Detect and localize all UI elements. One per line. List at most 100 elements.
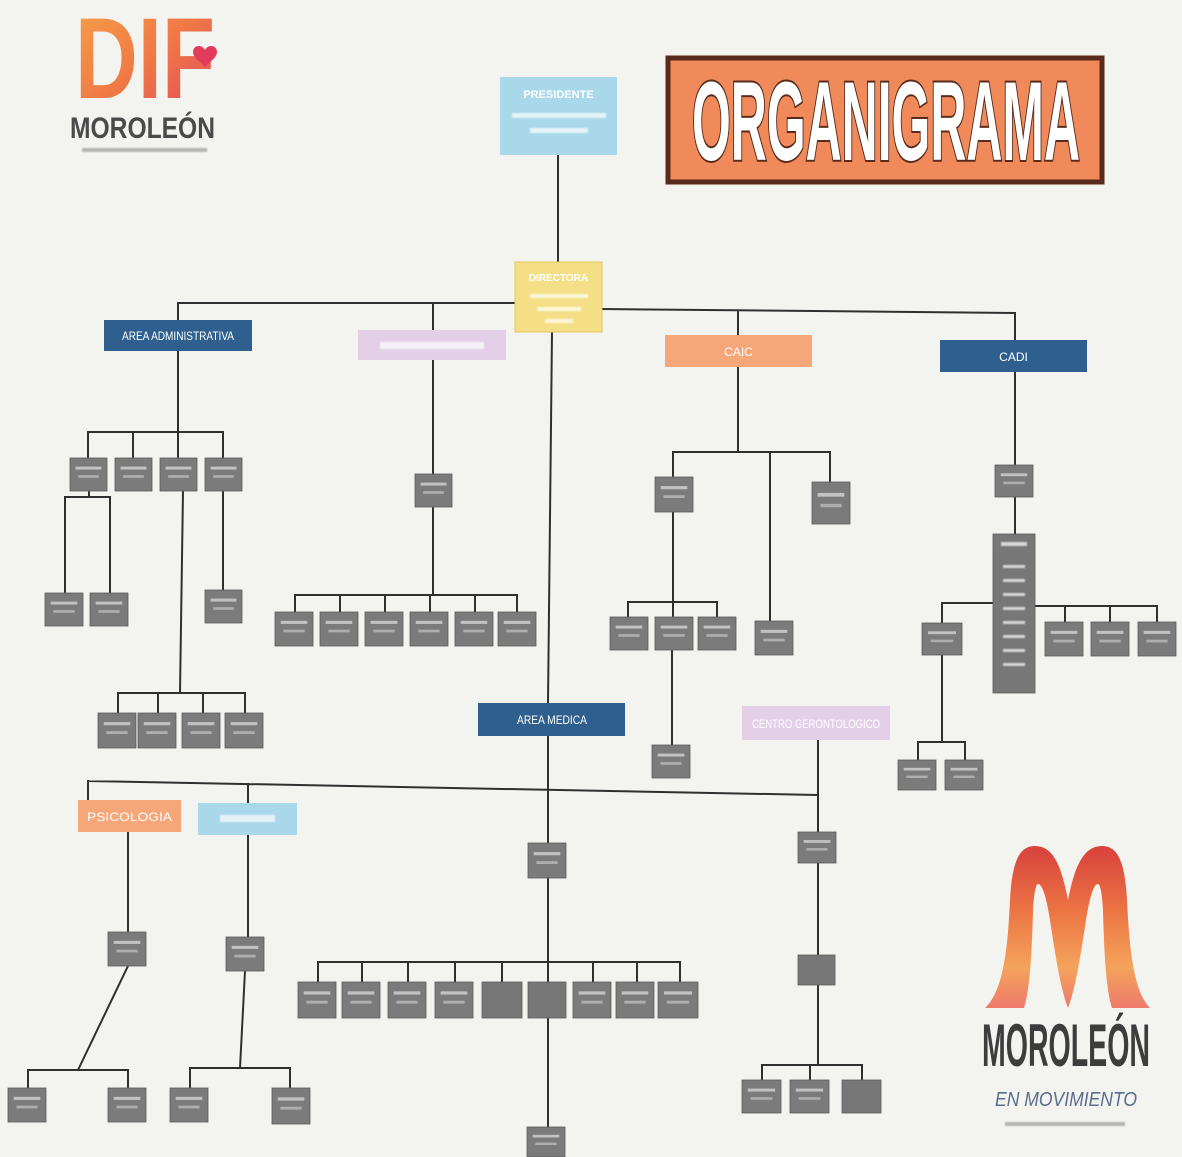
presidente-node: PRESIDENTE bbox=[500, 77, 617, 155]
illegible-text bbox=[380, 342, 484, 349]
position-box bbox=[159, 457, 198, 492]
position-box bbox=[992, 533, 1036, 694]
position-box bbox=[944, 759, 984, 791]
area-medica-box bbox=[478, 703, 625, 736]
moroleon-logo-name: MOROLEÓN bbox=[982, 1012, 1150, 1079]
page-title: ORGANIGRAMA bbox=[692, 59, 1080, 184]
area-medica-node: AREA MEDICA bbox=[478, 703, 625, 736]
illegible-text bbox=[1003, 663, 1025, 666]
presidente-label: PRESIDENTE bbox=[523, 89, 593, 101]
position-box bbox=[169, 1087, 209, 1123]
illegible-text bbox=[220, 815, 275, 822]
logo-tagline-illegible bbox=[1005, 1122, 1125, 1126]
position-box bbox=[137, 712, 177, 749]
position-box bbox=[754, 620, 794, 656]
caic-label: CAIC bbox=[724, 345, 753, 359]
position-box bbox=[651, 744, 691, 779]
position-box bbox=[319, 611, 359, 647]
cadi-connectors bbox=[917, 371, 1158, 761]
psicologia-node: PSICOLOGIA bbox=[78, 800, 181, 832]
directora-label: DIRECTORA bbox=[529, 273, 588, 284]
illegible-text bbox=[1001, 542, 1027, 546]
position-box bbox=[387, 981, 427, 1019]
psicologia-box bbox=[78, 800, 181, 832]
illegible-text bbox=[1003, 607, 1025, 610]
dif-logo: DIF MOROLEÓN bbox=[70, 0, 217, 152]
moroleon-slogan: EN MOVIMIENTO bbox=[995, 1089, 1137, 1111]
centro-gerontologico-label: CENTRO GERONTOLOGICO bbox=[752, 717, 880, 731]
position-box bbox=[341, 981, 381, 1019]
position-box bbox=[797, 831, 837, 864]
position-box bbox=[1137, 621, 1177, 657]
position-box bbox=[89, 592, 129, 627]
medica-connectors bbox=[27, 735, 863, 1128]
position-box bbox=[811, 481, 851, 525]
directora-node: DIRECTORA bbox=[514, 261, 603, 333]
illegible-text bbox=[537, 307, 581, 311]
position-box bbox=[615, 981, 655, 1019]
centro-gerontologico-node: CENTRO GERONTOLOGICO bbox=[742, 706, 890, 740]
position-box bbox=[841, 1079, 882, 1114]
illegible-text bbox=[530, 294, 588, 298]
psicologia-label: PSICOLOGIA bbox=[87, 810, 172, 824]
position-box bbox=[1044, 621, 1084, 657]
position-box bbox=[225, 936, 265, 972]
position-box bbox=[741, 1079, 782, 1114]
area-administrativa-node: AREA ADMINISTRATIVA bbox=[104, 320, 252, 351]
position-box bbox=[454, 611, 494, 647]
dif-logo-name: MOROLEÓN bbox=[70, 111, 215, 145]
lavender-connectors bbox=[294, 359, 518, 613]
position-box bbox=[789, 1079, 830, 1114]
position-box bbox=[897, 759, 937, 791]
illegible-text bbox=[530, 128, 588, 133]
illegible-text bbox=[545, 319, 573, 323]
position-box bbox=[654, 476, 694, 513]
caic-box bbox=[665, 335, 812, 367]
position-box bbox=[69, 457, 108, 492]
area-administrativa-label: AREA ADMINISTRATIVA bbox=[122, 329, 234, 343]
admin-connectors bbox=[64, 350, 246, 714]
position-box bbox=[657, 981, 699, 1019]
position-box bbox=[497, 611, 537, 647]
position-box bbox=[7, 1087, 47, 1123]
heart-icon bbox=[193, 46, 217, 67]
position-box bbox=[697, 616, 737, 651]
position-box bbox=[297, 981, 337, 1019]
position-box bbox=[572, 981, 612, 1019]
position-boxes bbox=[7, 457, 1177, 1157]
connector-lines bbox=[27, 154, 1158, 1128]
position-box bbox=[609, 616, 649, 651]
cadi-node: CADI bbox=[940, 340, 1087, 372]
position-box bbox=[274, 611, 314, 647]
position-box bbox=[181, 712, 221, 749]
illegible-text bbox=[1003, 565, 1025, 568]
position-box bbox=[271, 1087, 311, 1125]
position-box bbox=[921, 622, 963, 656]
caic-node: CAIC bbox=[665, 335, 812, 367]
illegible-text bbox=[1003, 635, 1025, 638]
cadi-staff-list-box bbox=[992, 533, 1036, 694]
position-box bbox=[481, 981, 523, 1019]
position-box bbox=[1090, 621, 1130, 657]
position-box bbox=[204, 589, 243, 624]
illegible-text bbox=[512, 113, 606, 118]
position-box bbox=[527, 842, 567, 879]
area-administrativa-box bbox=[104, 320, 252, 351]
position-box bbox=[107, 1087, 147, 1123]
caic-connectors bbox=[627, 366, 831, 746]
illegible-text bbox=[1003, 593, 1025, 596]
position-box bbox=[114, 457, 153, 492]
position-box bbox=[364, 611, 404, 647]
illegible-text bbox=[1003, 621, 1025, 624]
cadi-label: CADI bbox=[999, 350, 1028, 364]
position-box bbox=[204, 457, 243, 492]
position-box bbox=[994, 464, 1034, 498]
dif-wordmark: DIF bbox=[75, 0, 215, 123]
position-box bbox=[797, 954, 836, 986]
illegible-text bbox=[1003, 649, 1025, 652]
top-connectors bbox=[177, 154, 1017, 705]
position-box bbox=[107, 931, 147, 967]
position-box bbox=[414, 473, 453, 508]
